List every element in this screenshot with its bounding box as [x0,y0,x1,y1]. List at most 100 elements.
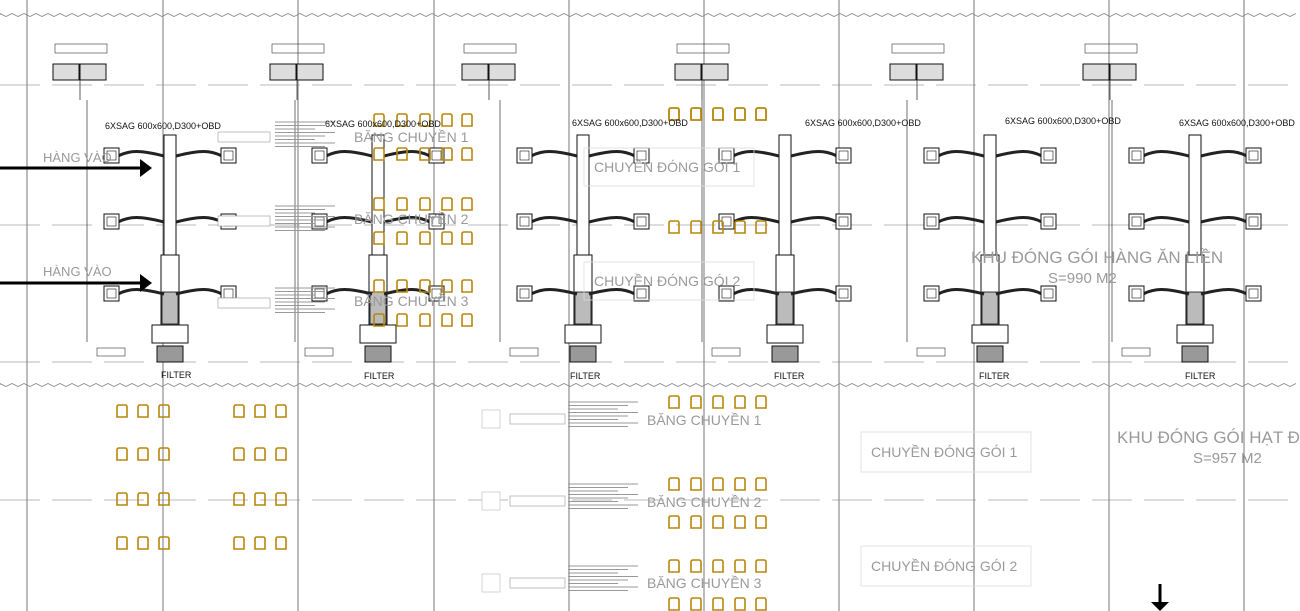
air-diffuser-inner [926,288,937,299]
chair [690,107,702,121]
hvac-system [674,43,852,363]
flex-duct [937,216,985,224]
filter-label-3: FILTER [570,371,601,381]
conveyor-belt [217,215,271,227]
air-diffuser [311,147,328,164]
air-diffuser-inner [636,288,647,299]
air-diffuser [1128,285,1145,302]
chair [158,536,170,550]
chair [441,197,453,211]
chair [116,536,128,550]
air-diffuser [718,285,735,302]
tag-box [54,43,108,54]
tag-box [891,43,945,54]
air-diffuser-inner [1131,150,1142,161]
chair [461,313,473,327]
duct-hatch [574,291,592,325]
lower-packing-1-label: CHUYỀN ĐÓNG GÓI 1 [871,444,1017,460]
chair [373,197,385,211]
air-handling-unit [1176,324,1214,344]
air-diffuser [1040,147,1057,164]
flex-duct [1200,216,1248,224]
air-handling-unit [766,324,804,344]
air-diffuser-inner [106,150,117,161]
main-duct [778,134,792,256]
chair [755,515,767,529]
chair [396,147,408,161]
chair [668,515,680,529]
chair [116,492,128,506]
chair [373,279,385,293]
chair [137,447,149,461]
conveyor-belt [217,131,271,143]
air-diffuser-inner [314,150,325,161]
flex-duct [995,150,1043,158]
wall-line [0,383,1297,387]
air-handling-unit [359,324,397,344]
chair [755,395,767,409]
chair [668,597,680,611]
air-diffuser [1040,285,1057,302]
chair [668,477,680,491]
air-diffuser [311,213,328,230]
conveyor-belt [509,413,566,425]
chair [755,477,767,491]
flex-duct [937,150,985,158]
air-diffuser [1245,285,1262,302]
chair [137,404,149,418]
outdoor-unit [52,63,80,81]
chair [373,147,385,161]
air-diffuser-inner [838,288,849,299]
air-diffuser [835,147,852,164]
air-diffuser-inner [519,150,530,161]
chair [275,492,287,506]
air-diffuser [428,285,445,302]
chair [690,107,702,121]
air-diffuser-inner [431,150,442,161]
chair [419,313,431,327]
chair [441,113,453,127]
flex-duct [588,288,636,296]
chair [690,477,702,491]
conveyor-box [481,491,501,511]
outdoor-unit [889,63,917,81]
air-diffuser-inner [1248,288,1259,299]
flex-duct [995,216,1043,224]
air-diffuser [1245,213,1262,230]
chair [275,404,287,418]
conveyor-belt [509,495,566,507]
chair [690,395,702,409]
flex-duct [175,216,223,224]
chair [712,107,724,121]
outdoor-unit [461,63,489,81]
tag-box [463,43,517,54]
outdoor-unit [1109,63,1137,81]
flex-duct [790,216,838,224]
upper-conveyor-1-label: BĂNG CHUYỀN 1 [354,129,469,145]
chair [690,515,702,529]
flex-duct [937,288,985,296]
entry-label-2: HÀNG VÀO [43,264,112,279]
entry-label-1: HÀNG VÀO [43,150,112,165]
air-diffuser-inner [1131,216,1142,227]
duct-label-2: 6XSAG 600x600,D300+OBD [325,119,441,129]
tag-box [509,347,539,357]
air-diffuser-inner [721,288,732,299]
flex-duct [383,150,431,158]
flex-duct [117,216,165,224]
filter-box [976,345,1004,363]
tag-box [96,347,126,357]
flex-duct [1142,288,1190,296]
chair [233,492,245,506]
conveyor-box [481,409,501,429]
flex-duct [325,150,373,158]
duct-label-6: 6XSAG 600x600,D300+OBD [1179,118,1295,128]
chair [275,447,287,461]
flex-duct [1142,216,1190,224]
hvac-system [1082,43,1262,363]
chair [396,279,408,293]
chair [233,447,245,461]
air-diffuser-inner [838,216,849,227]
outdoor-unit [79,63,107,81]
